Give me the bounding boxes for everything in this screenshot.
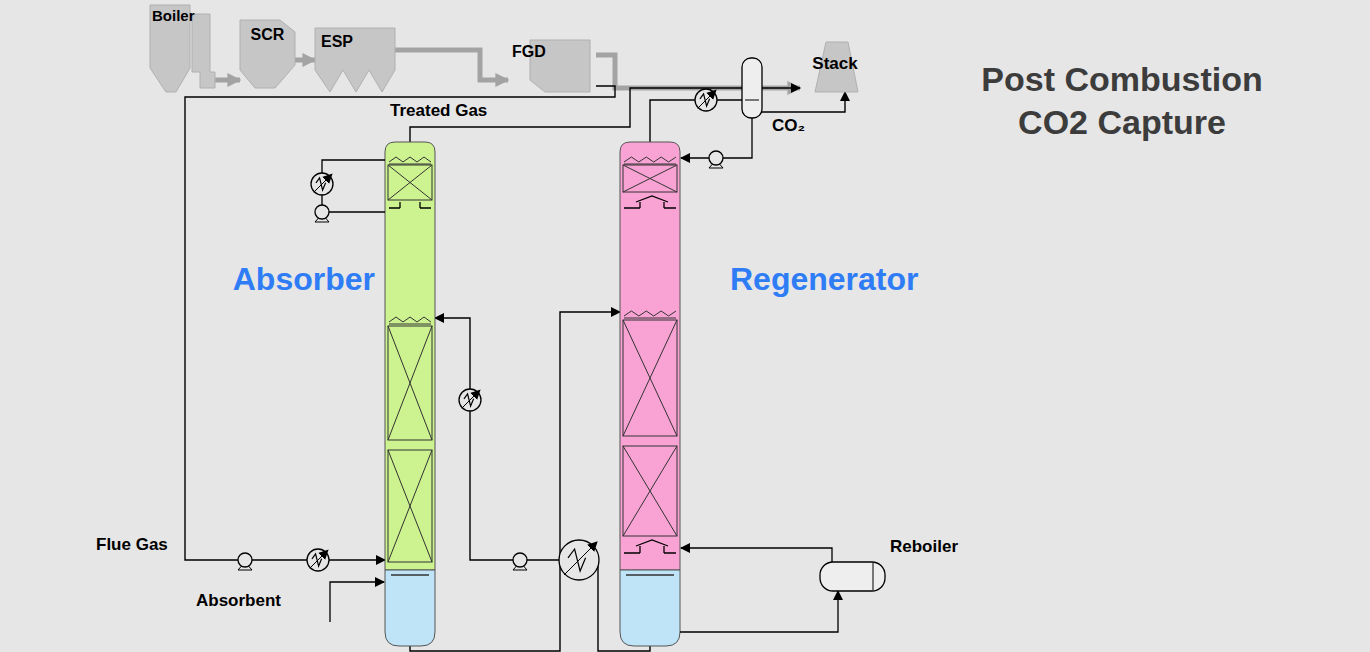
stream-label: Treated Gas	[390, 102, 487, 121]
heat-exchanger-symbol	[695, 89, 717, 111]
packing-bed	[388, 450, 432, 562]
equipment-label: Reboiler	[890, 538, 958, 557]
column-label: Regenerator	[730, 262, 919, 297]
reflux-drum	[742, 58, 762, 118]
chimney-tray	[389, 202, 431, 208]
stack: Stack	[800, 42, 870, 92]
unit-label: Stack	[812, 55, 857, 74]
packing-bed	[388, 326, 432, 440]
flue-duct	[596, 55, 800, 88]
esp-unit: ESP	[315, 28, 395, 92]
pump-symbol	[315, 205, 329, 222]
stream-label: Flue Gas	[96, 536, 168, 555]
reboiler-feed	[680, 591, 838, 632]
fgd-unit: FGD	[508, 38, 596, 92]
flue-duct	[395, 50, 508, 80]
chimney-tray	[624, 540, 676, 553]
packing-bed	[623, 446, 677, 536]
drum-level	[745, 100, 759, 101]
diagram-title: Post Combustion CO2 Capture	[962, 58, 1282, 143]
process-line	[410, 312, 620, 651]
heat-exchanger-symbol	[311, 173, 333, 195]
regenerator-sump	[620, 570, 680, 646]
heat-exchanger-symbol	[459, 389, 481, 411]
process-line	[435, 318, 650, 651]
absorber-column: Absorber	[385, 142, 435, 646]
absorber-sump	[385, 570, 435, 646]
liquid-distributor	[389, 164, 431, 165]
scr-unit: SCR	[240, 20, 295, 88]
stream-label: Absorbent	[196, 592, 281, 611]
regenerator-column: Regenerator	[620, 142, 680, 646]
packing-bed	[623, 165, 677, 192]
reboiler-drum	[820, 562, 885, 591]
regenerator-column	[620, 142, 680, 570]
pump-symbol	[709, 151, 723, 168]
heat-exchanger-symbol	[559, 540, 599, 580]
reboiler-return	[681, 548, 832, 562]
liquid-level	[391, 574, 429, 576]
liquid-distributor	[624, 164, 676, 165]
unit-label: FGD	[512, 43, 546, 61]
flue-duct	[215, 78, 240, 83]
absorbent-line	[330, 582, 384, 622]
esp-shape	[315, 28, 395, 92]
chimney-tray	[624, 196, 676, 208]
liquid-distributor	[624, 311, 676, 316]
liquid-level	[626, 574, 674, 576]
boiler-duct	[192, 14, 215, 88]
liquid-distributor	[389, 157, 431, 162]
heat-exchanger-symbol	[307, 549, 329, 571]
scr-shape	[240, 20, 295, 88]
unit-label: Boiler	[152, 8, 195, 25]
packing-bed	[388, 165, 432, 200]
unit-label: ESP	[321, 33, 353, 51]
column-label: Absorber	[233, 262, 375, 297]
liquid-distributor	[624, 318, 676, 319]
packing-bed	[623, 320, 677, 436]
absorber-column	[385, 142, 435, 570]
unit-label: SCR	[251, 26, 285, 44]
liquid-distributor	[389, 324, 431, 325]
flue-duct	[295, 58, 315, 63]
stream-label: CO₂	[772, 117, 805, 136]
reboiler-flange	[873, 563, 874, 590]
pump-symbol	[513, 553, 527, 570]
liquid-distributor	[389, 317, 431, 322]
liquid-distributor	[624, 157, 676, 162]
boiler-unit: Boiler	[150, 5, 215, 92]
pump-symbol	[238, 553, 252, 570]
